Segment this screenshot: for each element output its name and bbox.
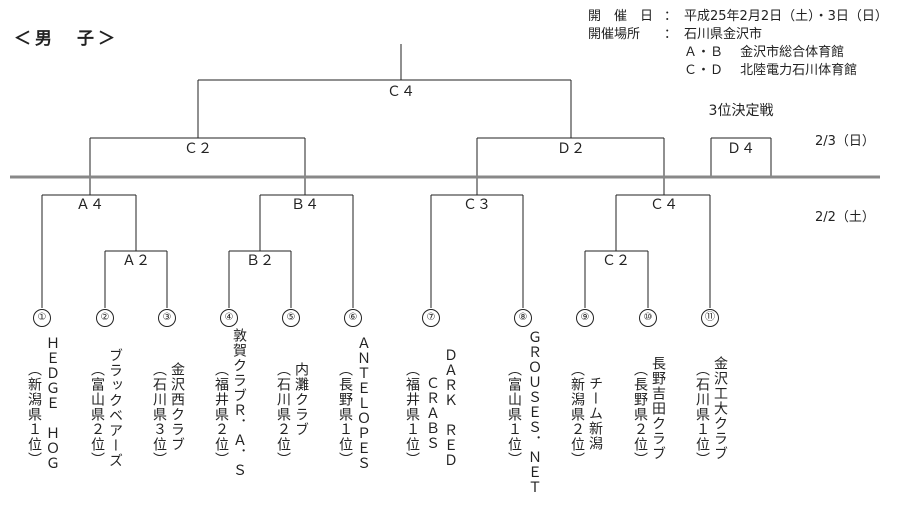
team-name: 金沢西クラブ (169, 362, 185, 452)
team-name: ＡＮＴＥＬＯＰＥＳ (355, 336, 371, 471)
team-prefecture: （福井県２位） (213, 362, 229, 467)
venue-cd: Ｃ・Ｄ 北陸電力石川体育館 (684, 63, 858, 78)
match-label-c2-semi: Ｃ２ (181, 141, 215, 157)
team-prefecture: （新潟県１位） (26, 362, 42, 467)
match-label-d4: Ｄ４ (724, 141, 758, 157)
team-seed-number: ⑥ (344, 309, 362, 327)
team-seed-number: ② (96, 309, 114, 327)
match-label-c2: Ｃ２ (599, 253, 633, 269)
date-value: 平成25年2月2日（土）・3日（日） (684, 9, 888, 24)
date-round-day1: 2/2（土） (815, 210, 875, 225)
team-name: 金沢工大クラブ (712, 356, 728, 461)
team-prefecture: （長野県２位） (632, 362, 648, 467)
team-seed-number: ⑨ (576, 309, 594, 327)
team-name: ブラックベアーズ (107, 348, 123, 468)
team-prefecture: （石川県２位） (275, 362, 291, 467)
team-seed-number: ③ (158, 309, 176, 327)
third-place-label: 3位決定戦 (708, 103, 774, 119)
match-label-b4: Ｂ４ (288, 197, 322, 213)
team-prefecture: （福井県１位） (404, 362, 420, 467)
match-label-d2-semi: Ｄ２ (554, 141, 588, 157)
team-prefecture: （石川県１位） (694, 362, 710, 467)
team-prefecture: （石川県３位） (151, 362, 167, 467)
match-label-a4: Ａ４ (73, 197, 107, 213)
team-name: チーム新潟 (587, 376, 603, 451)
match-label-c4: Ｃ４ (647, 197, 681, 213)
date-colon: ： (664, 9, 678, 24)
team-seed-number: ⑩ (639, 309, 657, 327)
team-prefecture: （富山県２位） (89, 362, 105, 467)
team-name-line2: ＣＲＡＢＳ (424, 376, 440, 451)
team-name: 敦賀クラブＲ．Ａ．Ｓ (231, 328, 247, 478)
match-label-c4-final: Ｃ４ (384, 84, 418, 100)
date-round-day2: 2/3（日） (815, 134, 875, 149)
match-label-c3: Ｃ３ (460, 197, 494, 213)
venue-colon: ： (664, 27, 678, 42)
team-prefecture: （長野県１位） (337, 362, 353, 467)
team-prefecture: （新潟県２位） (569, 362, 585, 467)
team-prefecture: （富山県１位） (506, 362, 522, 467)
venue-value: 石川県金沢市 (684, 27, 763, 42)
match-label-b2: Ｂ２ (243, 253, 277, 269)
team-name: ＨＥＤＧＥ ＨＯＧ (44, 336, 60, 471)
team-name: ＧＲＯＵＳＥＳ．ＮＥＴ (526, 330, 542, 495)
team-name: ＤＡＲＫ ＲＥＤ (442, 348, 458, 468)
team-seed-number: ① (33, 309, 51, 327)
team-seed-number: ⑧ (514, 309, 532, 327)
date-label: 開 催 日 (588, 9, 654, 24)
team-name: 長野吉田クラブ (650, 356, 666, 461)
venue-ab: Ａ・Ｂ 金沢市総合体育館 (684, 45, 845, 60)
team-seed-number: ⑦ (422, 309, 440, 327)
team-seed-number: ⑤ (282, 309, 300, 327)
match-label-a2: Ａ２ (119, 253, 153, 269)
team-seed-number: ④ (220, 309, 238, 327)
team-seed-number: ⑪ (701, 309, 719, 327)
page-title: ＜男 子＞ (14, 29, 119, 49)
team-name: 内灘クラブ (293, 362, 309, 437)
venue-label: 開催場所 (588, 27, 641, 42)
